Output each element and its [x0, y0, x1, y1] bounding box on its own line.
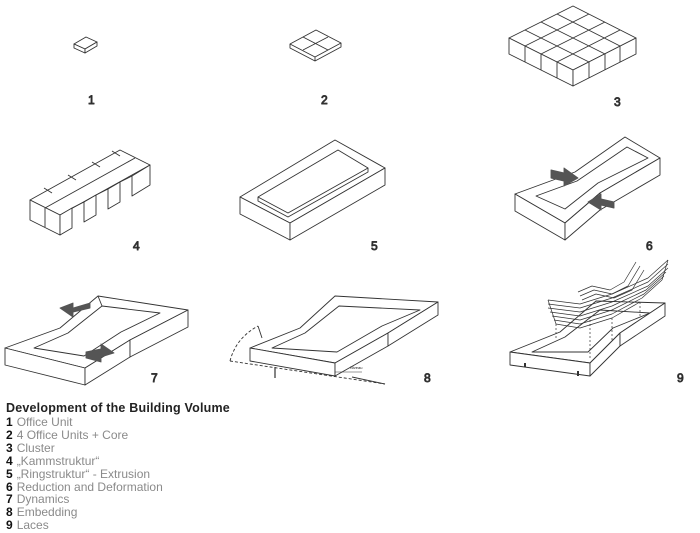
legend-item: 5„Ringstruktur“ - Extrusion — [6, 466, 406, 481]
legend-item-text: Reduction and Deformation — [16, 479, 163, 494]
legend-item-number: 2 — [6, 427, 13, 442]
dynamics-arrow-left — [59, 302, 91, 318]
svg-text:Niveau: Niveau — [350, 365, 362, 370]
ring-extrusion-block — [239, 139, 386, 241]
building-volume-diagram: 1 2 3 — [4, 5, 684, 386]
dynamic-ring-block — [4, 295, 189, 386]
push-arrow-right — [587, 193, 615, 211]
legend-item: 4„Kammstruktur“ — [6, 453, 406, 468]
legend-item-number: 5 — [6, 466, 13, 481]
office-unit-block — [73, 36, 98, 54]
legend-item-number: 9 — [6, 518, 13, 533]
legend-item-number: 1 — [6, 415, 13, 429]
legend-item-number: 7 — [6, 492, 13, 507]
cluster-grid-block — [508, 5, 637, 87]
diagram-number-4: 4 — [133, 239, 140, 253]
dynamics-arrow-right — [85, 343, 115, 363]
legend-title: Development of the Building Volume — [6, 401, 230, 415]
push-arrow-left — [550, 167, 579, 187]
legend-item-number: 8 — [6, 505, 13, 520]
legend-item-text: Cluster — [16, 440, 55, 455]
legend-item-number: 4 — [6, 453, 13, 468]
legend-item-text: 4 Office Units + Core — [16, 427, 129, 442]
legend-item-text: Laces — [16, 518, 49, 533]
diagram-number-9: 9 — [677, 371, 684, 385]
legend-item-number: 3 — [6, 440, 13, 455]
comb-structure-block — [29, 149, 151, 236]
lace-strands — [547, 259, 669, 360]
legend-item-number: 6 — [6, 479, 13, 494]
legend-item-text: „Ringstruktur“ - Extrusion — [16, 466, 151, 481]
embedded-ring-block: Niveau — [229, 295, 439, 385]
laced-ring-block — [509, 300, 666, 377]
legend-item-text: Office Unit — [16, 415, 73, 429]
office-cross-block — [289, 29, 342, 62]
reduced-ring-block — [514, 136, 661, 241]
diagram-number-2: 2 — [321, 93, 328, 107]
legend-item-text: Dynamics — [16, 492, 70, 507]
diagram-number-3: 3 — [614, 95, 621, 109]
diagram-number-1: 1 — [88, 93, 95, 107]
diagram-number-7: 7 — [151, 371, 158, 385]
legend-item-text: Embedding — [16, 505, 78, 520]
diagram-number-5: 5 — [371, 239, 378, 253]
diagram-number-6: 6 — [646, 239, 653, 253]
diagram-number-8: 8 — [424, 371, 431, 385]
legend-item-text: „Kammstruktur“ — [16, 453, 100, 468]
